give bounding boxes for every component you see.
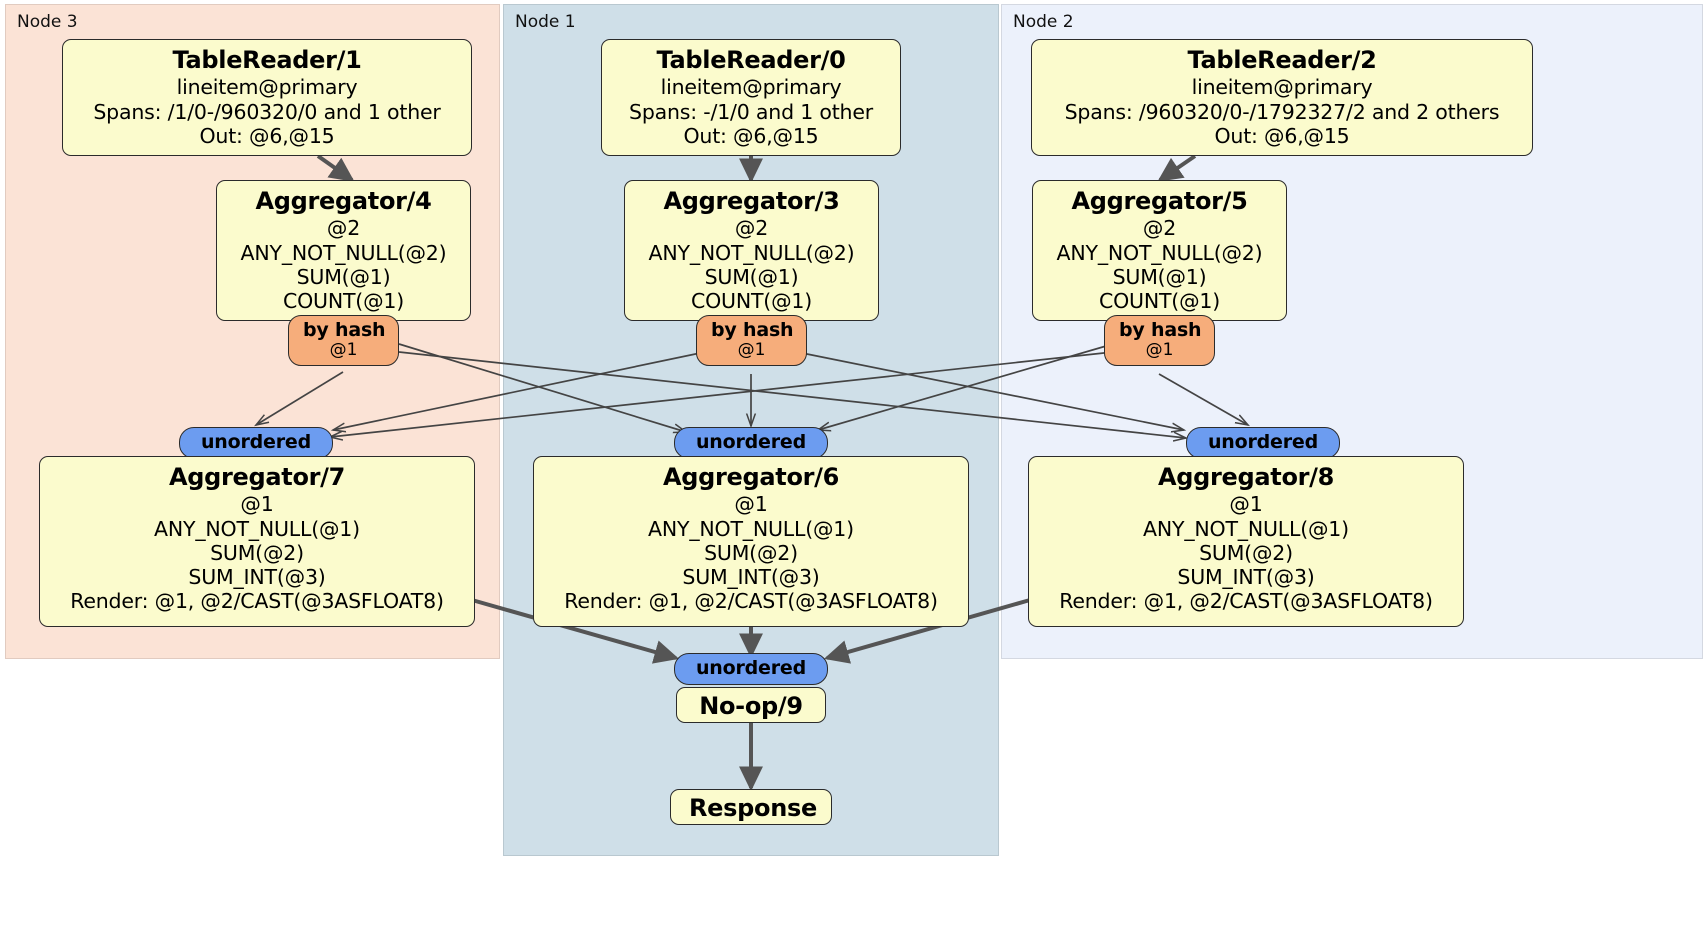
processor-aggregator-4[interactable]: Aggregator/4 @2 ANY_NOT_NULL(@2) SUM(@1)… [216,180,471,321]
badge-label: unordered [695,657,807,679]
processor-title: TableReader/0 [656,46,846,74]
node-panel-label-node3: Node 3 [17,12,78,32]
processor-title: Aggregator/7 [168,463,346,491]
badge-by-hash-mid[interactable]: by hash @1 [696,315,807,367]
processor-line: Render: @1, @2/CAST(@3ASFLOAT8) [70,589,444,614]
processor-line: ANY_NOT_NULL(@1) [1143,516,1349,541]
badge-label: unordered [695,431,807,453]
processor-line: SUM_INT(@3) [682,564,820,589]
processor-line: Render: @1, @2/CAST(@3ASFLOAT8) [1059,589,1433,614]
processor-line: COUNT(@1) [282,288,405,313]
processor-line: Render: @1, @2/CAST(@3ASFLOAT8) [564,589,938,614]
badge-by-hash-right[interactable]: by hash @1 [1104,315,1215,367]
processor-title: TableReader/1 [172,46,362,74]
processor-noop-9[interactable]: No-op/9 [676,687,826,723]
processor-line: Spans: /1/0-/960320/0 and 1 other [93,99,441,124]
badge-sublabel: @1 [1145,340,1174,361]
processor-line: Spans: /960320/0-/1792327/2 and 2 others [1064,99,1500,124]
processor-line: @1 [734,492,768,517]
processor-line: ANY_NOT_NULL(@2) [240,240,447,265]
processor-line: Out: @6,@15 [683,123,819,148]
badge-sublabel: @1 [737,340,766,361]
processor-line: SUM(@2) [704,540,798,565]
processor-line: @2 [1142,216,1177,241]
processor-title: TableReader/2 [1187,46,1377,74]
processor-line: SUM_INT(@3) [1177,564,1315,589]
processor-line: @2 [326,216,361,241]
processor-title: Response [689,794,817,822]
processor-table-reader-0[interactable]: TableReader/0 lineitem@primary Spans: -/… [601,39,901,156]
processor-title: No-op/9 [699,692,803,720]
badge-unordered-right[interactable]: unordered [1186,427,1340,460]
badge-label: by hash [303,319,386,341]
processor-line: COUNT(@1) [1098,288,1221,313]
processor-line: ANY_NOT_NULL(@2) [1056,240,1263,265]
processor-line: SUM(@2) [1199,540,1293,565]
processor-line: ANY_NOT_NULL(@1) [154,516,360,541]
badge-label: by hash [1119,319,1202,341]
processor-table-reader-2[interactable]: TableReader/2 lineitem@primary Spans: /9… [1031,39,1533,156]
processor-line: @1 [1229,492,1263,517]
processor-response[interactable]: Response [670,789,832,825]
processor-aggregator-6[interactable]: Aggregator/6 @1 ANY_NOT_NULL(@1) SUM(@2)… [533,456,969,627]
processor-line: Out: @6,@15 [199,123,335,148]
badge-unordered-final[interactable]: unordered [674,653,828,686]
badge-by-hash-left[interactable]: by hash @1 [288,315,399,367]
processor-line: ANY_NOT_NULL(@1) [648,516,854,541]
badge-label: by hash [711,319,794,341]
processor-line: SUM_INT(@3) [188,564,326,589]
node-panel-label-node2: Node 2 [1013,12,1074,32]
processor-line: lineitem@primary [176,75,358,100]
processor-line: Spans: -/1/0 and 1 other [629,99,873,124]
processor-line: SUM(@1) [704,264,799,289]
processor-aggregator-5[interactable]: Aggregator/5 @2 ANY_NOT_NULL(@2) SUM(@1)… [1032,180,1287,321]
processor-table-reader-1[interactable]: TableReader/1 lineitem@primary Spans: /1… [62,39,472,156]
processor-title: Aggregator/4 [255,187,432,215]
processor-title: Aggregator/5 [1071,187,1248,215]
processor-line: SUM(@1) [1112,264,1207,289]
badge-sublabel: @1 [329,340,358,361]
processor-line: COUNT(@1) [690,288,813,313]
badge-label: unordered [1207,431,1319,453]
processor-line: Out: @6,@15 [1214,123,1350,148]
badge-unordered-mid[interactable]: unordered [674,427,828,460]
processor-title: Aggregator/3 [663,187,840,215]
processor-title: Aggregator/6 [662,463,840,491]
processor-line: lineitem@primary [1191,75,1373,100]
badge-label: unordered [200,431,312,453]
processor-aggregator-7[interactable]: Aggregator/7 @1 ANY_NOT_NULL(@1) SUM(@2)… [39,456,475,627]
processor-line: SUM(@1) [296,264,391,289]
processor-line: ANY_NOT_NULL(@2) [648,240,855,265]
processor-line: @1 [240,492,274,517]
processor-line: SUM(@2) [210,540,304,565]
processor-aggregator-3[interactable]: Aggregator/3 @2 ANY_NOT_NULL(@2) SUM(@1)… [624,180,879,321]
processor-line: @2 [734,216,769,241]
processor-line: lineitem@primary [660,75,842,100]
processor-aggregator-8[interactable]: Aggregator/8 @1 ANY_NOT_NULL(@1) SUM(@2)… [1028,456,1464,627]
processor-title: Aggregator/8 [1157,463,1335,491]
badge-unordered-left[interactable]: unordered [179,427,333,460]
node-panel-label-node1: Node 1 [515,12,576,32]
